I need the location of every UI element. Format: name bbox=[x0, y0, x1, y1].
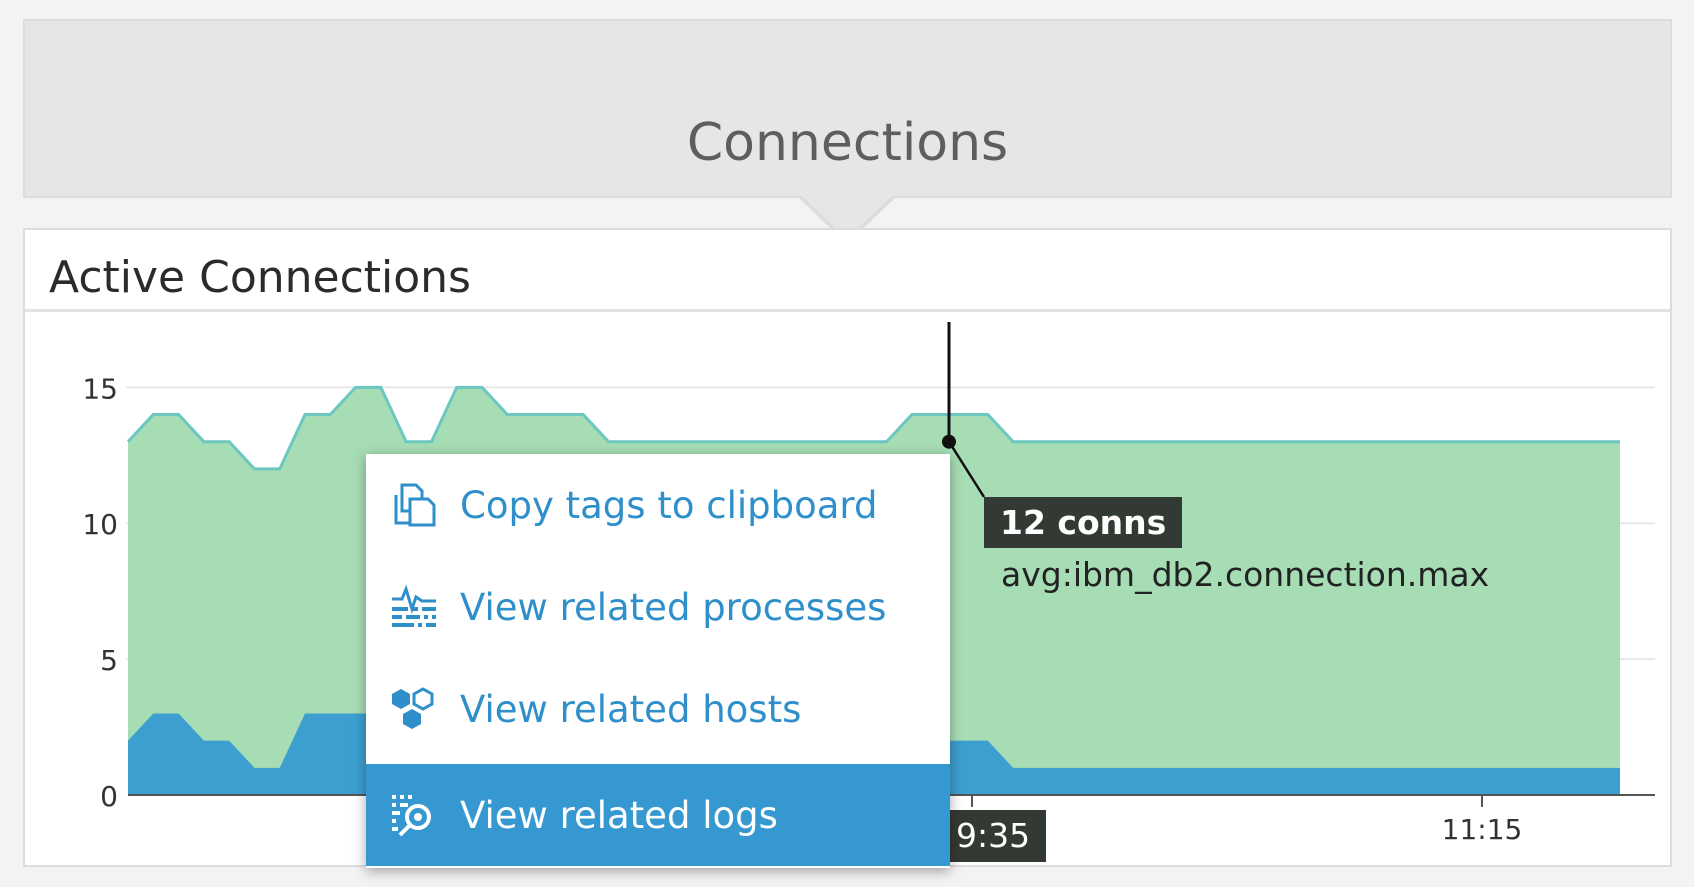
copy-tags-icon bbox=[388, 479, 440, 531]
widget-title: Active Connections bbox=[49, 252, 471, 303]
group-title: Connections bbox=[686, 113, 1009, 173]
hosts-icon bbox=[388, 683, 440, 735]
menu-item-label: Copy tags to clipboard bbox=[460, 483, 878, 527]
menu-item-copy-tags[interactable]: Copy tags to clipboard bbox=[366, 454, 950, 556]
menu-item-label: View related processes bbox=[460, 585, 887, 629]
y-tick-label: 10 bbox=[82, 508, 118, 541]
y-tick-label: 0 bbox=[100, 780, 118, 813]
y-tick-label: 15 bbox=[82, 372, 118, 405]
menu-item-label: View related logs bbox=[460, 793, 778, 837]
group-header: Connections bbox=[23, 19, 1672, 198]
x-tick-label: 11:15 bbox=[1442, 813, 1523, 846]
context-menu: Copy tags to clipboard View related proc… bbox=[366, 454, 950, 868]
processes-icon bbox=[388, 581, 440, 633]
widget-title-divider bbox=[25, 309, 1670, 312]
tooltip-metric-name: avg:ibm_db2.connection.max bbox=[1001, 555, 1490, 594]
menu-item-related-logs[interactable]: View related logs bbox=[366, 764, 950, 866]
hover-time-label: 9:35 bbox=[940, 810, 1047, 862]
logs-icon bbox=[388, 789, 440, 841]
y-tick-label: 5 bbox=[100, 644, 118, 677]
hover-point bbox=[942, 434, 956, 449]
menu-item-label: View related hosts bbox=[460, 687, 802, 731]
menu-item-related-hosts[interactable]: View related hosts bbox=[366, 658, 950, 760]
menu-item-related-processes[interactable]: View related processes bbox=[366, 556, 950, 658]
series-area-total-line bbox=[126, 385, 1620, 471]
tooltip-leader bbox=[947, 441, 986, 498]
tooltip-value: 12 conns bbox=[984, 497, 1183, 548]
